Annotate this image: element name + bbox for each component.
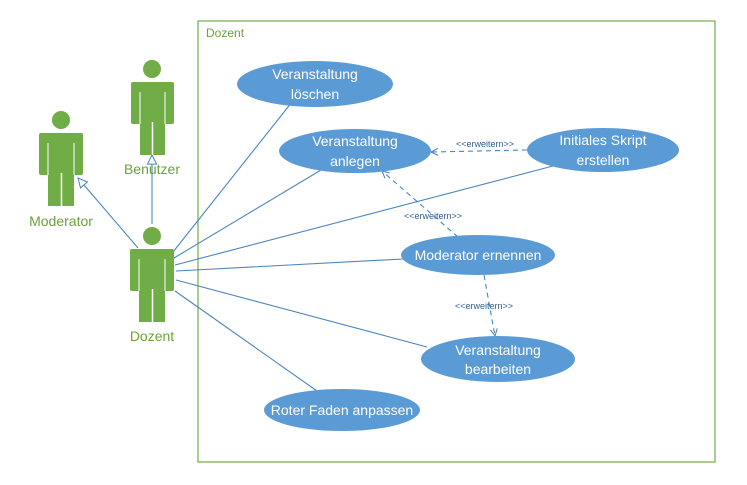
association-moderator: [175, 258, 404, 272]
actor-body: [131, 82, 174, 124]
actor-benutzer[interactable]: [131, 60, 174, 155]
usecase-label-line1: Veranstaltung: [272, 66, 358, 82]
usecase-label-line1: Initiales Skript: [559, 132, 646, 148]
actor-body: [130, 249, 174, 291]
associations: [172, 101, 554, 392]
association-bearbeiten: [175, 279, 428, 348]
actor-head: [52, 111, 70, 129]
usecase-roter-faden-anpassen[interactable]: Roter Faden anpassen: [264, 389, 420, 431]
association-loeschen: [172, 101, 293, 253]
usecase-moderator-ernennen[interactable]: Moderator ernennen: [401, 235, 555, 275]
usecase-label-line2: anlegen: [330, 153, 380, 169]
usecase-label: Moderator ernennen: [415, 247, 542, 263]
system-boundary-label: Dozent: [206, 26, 245, 40]
usecase-veranstaltung-loeschen[interactable]: Veranstaltung löschen: [237, 61, 393, 107]
usecase-label-line2: löschen: [291, 86, 339, 102]
usecase-label-line2: erstellen: [577, 152, 630, 168]
stereotype-extend-3: <<erweitern>>: [455, 301, 513, 311]
usecase-label-line1: Veranstaltung: [312, 133, 398, 149]
actor-label-dozent: Dozent: [130, 328, 174, 344]
system-boundary: [197, 20, 716, 463]
generalizations: [78, 155, 152, 249]
actor-label-moderator: Moderator: [29, 213, 93, 229]
actor-dozent[interactable]: [130, 227, 174, 322]
usecase-initiales-skript-erstellen[interactable]: Initiales Skript erstellen: [527, 128, 679, 172]
extend-relations: [382, 150, 528, 336]
actor-moderator[interactable]: [39, 111, 83, 206]
stereotype-extend-2: <<erweitern>>: [404, 211, 462, 221]
actor-head: [143, 227, 161, 245]
extend-moderator-bearbeiten: [483, 274, 495, 336]
usecase-label-line2: bearbeiten: [465, 361, 531, 377]
extend-skript-anlegen: [431, 150, 528, 152]
association-skript: [174, 165, 554, 266]
extend-moderator-anlegen: [382, 171, 459, 238]
actor-head: [143, 60, 161, 78]
stereotype-extend-1: <<erweitern>>: [456, 139, 514, 149]
association-roter-faden: [174, 290, 318, 392]
usecase-label-line1: Veranstaltung: [455, 342, 541, 358]
actor-body: [39, 133, 83, 175]
usecase-label: Roter Faden anpassen: [271, 402, 413, 418]
usecase-veranstaltung-bearbeiten[interactable]: Veranstaltung bearbeiten: [421, 336, 575, 382]
actor-label-benutzer: Benutzer: [124, 161, 180, 177]
association-anlegen: [173, 169, 322, 259]
usecase-veranstaltung-anlegen[interactable]: Veranstaltung anlegen: [279, 129, 431, 173]
generalization-dozent-moderator: [78, 178, 139, 249]
